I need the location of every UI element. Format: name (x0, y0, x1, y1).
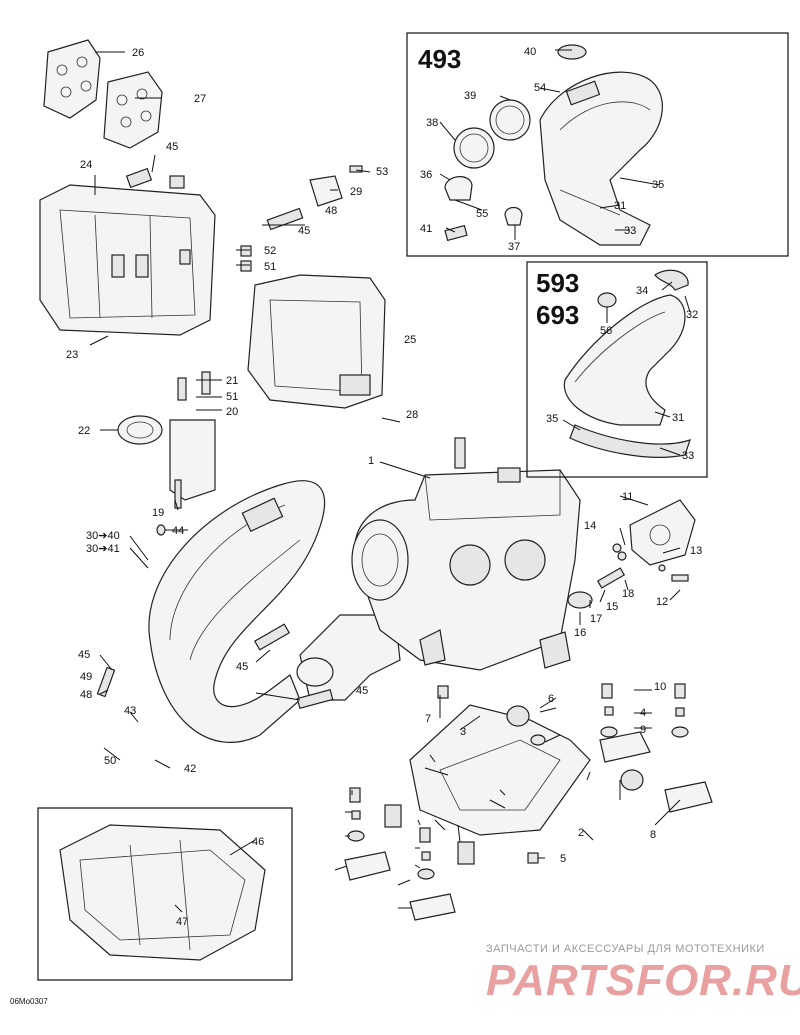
callout-label: 45 (78, 649, 90, 661)
callout-label: 33 (624, 225, 636, 237)
callout-label: 24 (80, 159, 92, 171)
bracket-assembly (117, 371, 216, 536)
callout-label: 11 (622, 491, 633, 503)
callout-label: 54 (534, 82, 546, 94)
callout-label: 48 (325, 205, 337, 217)
watermark-logo: PARTSFOR.RU (486, 956, 800, 1005)
callout-label: 1 (368, 455, 374, 467)
inset-493-title: 493 (418, 44, 461, 74)
inset-493: 493 (406, 32, 789, 257)
callout-label: 48 (80, 689, 92, 701)
watermark-caption: ЗАПЧАСТИ И АКСЕССУАРЫ ДЛЯ МОТОТЕХНИКИ (486, 943, 765, 955)
callout-label: 30➔40 (86, 530, 120, 542)
callout-label: 22 (78, 425, 90, 437)
callout-label: 20 (226, 406, 238, 418)
mount-hardware (344, 683, 689, 921)
callout-label: 39 (464, 90, 476, 102)
callout-label: 15 (606, 601, 618, 613)
callout-label: 34 (636, 285, 648, 297)
inset-693-title: 693 (536, 300, 579, 330)
callout-label: 13 (690, 545, 702, 557)
callout-label: 45 (298, 225, 310, 237)
callout-label: 55 (476, 208, 488, 220)
callout-label: 53 (376, 166, 388, 178)
callout-label: 49 (80, 671, 92, 683)
gasket-27 (103, 71, 163, 149)
callout-label: 45 (236, 661, 248, 673)
callout-label: 5 (560, 853, 566, 865)
belly-pan-inset (37, 807, 293, 981)
callout-label: 4 (640, 707, 646, 719)
exhaust-manifold (96, 614, 401, 709)
engine-1 (351, 437, 593, 671)
callout-label: 31 (614, 200, 626, 212)
callout-label: 8 (650, 829, 656, 841)
callout-label: 26 (132, 47, 144, 59)
callout-label: 38 (426, 117, 438, 129)
callout-label: 42 (184, 763, 196, 775)
callout-label: 33 (682, 450, 694, 462)
silencer-24 (39, 184, 216, 336)
callout-label: 35 (546, 413, 558, 425)
callout-label: 40 (524, 46, 536, 58)
callout-label: 43 (124, 705, 136, 717)
callout-label: 46 (252, 836, 264, 848)
callout-label: 12 (656, 596, 668, 608)
callout-label: 21 (226, 375, 238, 387)
callout-label: 28 (406, 409, 418, 421)
callout-label: 45 (356, 685, 368, 697)
callout-label: 44 (172, 525, 184, 537)
callout-label: 17 (590, 613, 602, 625)
callout-label: 25 (404, 334, 416, 346)
engine-mount-plate-2 (409, 704, 713, 864)
callout-label: 51 (226, 391, 238, 403)
callout-label: 9 (640, 724, 646, 736)
callout-label: 6 (548, 693, 554, 705)
callout-label: 16 (574, 627, 586, 639)
inset-593-title: 593 (536, 268, 579, 298)
watermark: ЗАПЧАСТИ И АКСЕССУАРЫ ДЛЯ МОТОТЕХНИКИ PA… (486, 943, 800, 1005)
callout-label: 36 (420, 169, 432, 181)
callout-label: 32 (686, 309, 698, 321)
engine-bracket-11 (596, 499, 696, 589)
callout-label: 18 (622, 588, 634, 600)
callout-label: 56 (600, 325, 612, 337)
leader-lines (89, 49, 691, 913)
callout-label: 52 (264, 245, 276, 257)
callout-label: 50 (104, 755, 116, 767)
callout-label: 3 (460, 726, 466, 738)
callout-label: 45 (166, 141, 178, 153)
diagram-reference-code: 06Mo0307 (10, 997, 48, 1006)
callout-label: 10 (654, 681, 666, 693)
inset-593-693: 593 693 (526, 261, 708, 478)
callout-label: 51 (264, 261, 276, 273)
callout-label: 35 (652, 179, 664, 191)
callout-label: 29 (350, 186, 362, 198)
callout-label: 23 (66, 349, 78, 361)
callout-labels: 26 27 45 24 53 29 48 45 52 51 23 25 21 5… (66, 46, 702, 928)
callout-label: 19 (152, 507, 164, 519)
callout-label: 41 (420, 223, 432, 235)
callout-label: 37 (508, 241, 520, 253)
tuned-pipe (148, 480, 326, 743)
gasket-26 (43, 39, 101, 119)
callout-label: 7 (425, 713, 431, 725)
silencer-25 (247, 274, 386, 409)
callout-label: 14 (584, 520, 596, 532)
callout-label: 27 (194, 93, 206, 105)
callout-label: 31 (672, 412, 684, 424)
upper-small-parts (125, 165, 363, 272)
callout-label: 30➔41 (86, 543, 120, 555)
callout-label: 47 (176, 916, 188, 928)
callout-label: 2 (578, 827, 584, 839)
